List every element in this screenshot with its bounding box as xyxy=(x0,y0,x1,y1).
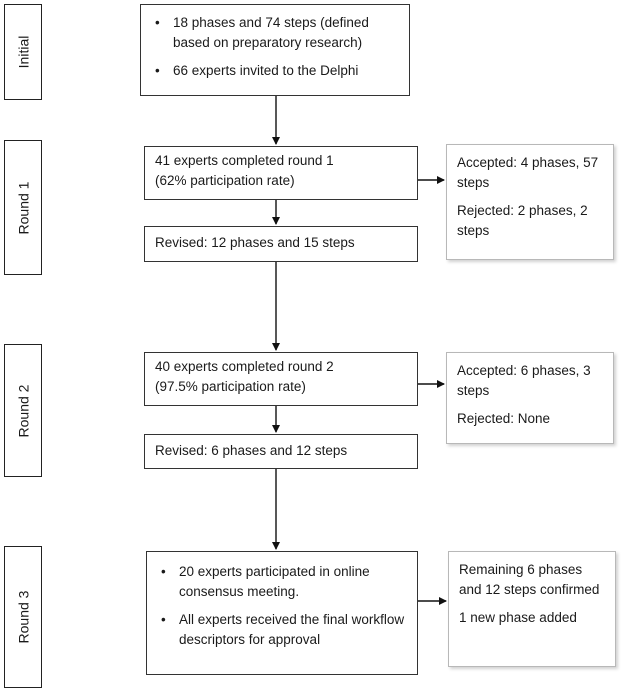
round1-revised-text: Revised: 12 phases and 15 steps xyxy=(155,235,355,250)
round3-consensus-box: 20 experts participated in online consen… xyxy=(146,551,418,675)
round3-outcome-box: Remaining 6 phases and 12 steps confirme… xyxy=(448,551,616,667)
round2-rejected-text: Rejected: None xyxy=(457,411,551,426)
round2-participation-line: (97.5% participation rate) xyxy=(155,379,306,394)
round3-confirmed-text: Remaining 6 phases and 12 steps confirme… xyxy=(459,562,600,597)
round2-accepted-text: Accepted: 6 phases, 3 steps xyxy=(457,363,591,398)
round1-completed-box: 41 experts completed round 1 (62% partic… xyxy=(144,146,418,200)
initial-box: 18 phases and 74 steps (defined based on… xyxy=(140,4,410,96)
round3-bullet: 20 experts participated in online consen… xyxy=(155,562,409,602)
round1-rejected-text: Rejected: 2 phases, 2 steps xyxy=(457,203,588,238)
round2-completed-box: 40 experts completed round 2 (97.5% part… xyxy=(144,352,418,406)
stage-label-round-1: Round 1 xyxy=(4,140,42,275)
round1-outcome-box: Accepted: 4 phases, 57 steps Rejected: 2… xyxy=(446,144,614,260)
stage-label-round-3: Round 3 xyxy=(4,546,42,688)
round3-bullet: All experts received the final workflow … xyxy=(155,610,409,650)
initial-bullet: 18 phases and 74 steps (defined based on… xyxy=(149,13,401,53)
round1-completed-line: 41 experts completed round 1 xyxy=(155,153,334,168)
stage-label-initial: Initial xyxy=(4,4,42,100)
round2-revised-text: Revised: 6 phases and 12 steps xyxy=(155,443,348,458)
round2-completed-line: 40 experts completed round 2 xyxy=(155,359,334,374)
round2-revised-box: Revised: 6 phases and 12 steps xyxy=(144,434,418,469)
stage-label-round-2: Round 2 xyxy=(4,344,42,477)
round2-outcome-box: Accepted: 6 phases, 3 steps Rejected: No… xyxy=(446,352,614,444)
round1-participation-line: (62% participation rate) xyxy=(155,173,295,188)
initial-bullet: 66 experts invited to the Delphi xyxy=(149,61,401,81)
round3-added-text: 1 new phase added xyxy=(459,610,577,625)
round1-revised-box: Revised: 12 phases and 15 steps xyxy=(144,226,418,262)
round1-accepted-text: Accepted: 4 phases, 57 steps xyxy=(457,155,599,190)
